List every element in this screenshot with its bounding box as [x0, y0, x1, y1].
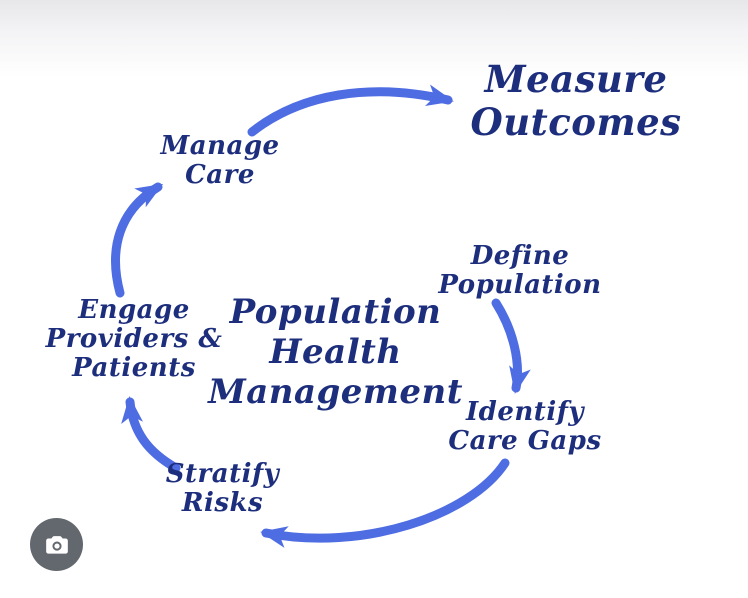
- label-line: Engage: [78, 295, 190, 325]
- arrow-stratify-risks-to-engage: [121, 396, 181, 473]
- center-title: Population Health Management: [208, 292, 463, 412]
- label-line: Measure: [484, 57, 668, 101]
- node-manage-care: Manage Care: [140, 131, 300, 191]
- label-line: Care: [185, 160, 255, 191]
- camera-icon: [45, 535, 68, 554]
- arrow-engage-to-manage-care: [111, 182, 164, 298]
- label-line: Population: [438, 270, 602, 301]
- label-line: Outcomes: [470, 99, 682, 144]
- label-line: Care Gaps: [448, 426, 602, 457]
- label-line: Identify: [466, 397, 584, 427]
- label-line: Risks: [181, 488, 264, 519]
- node-measure-outcomes: Measure Outcomes: [452, 58, 700, 143]
- arrow-identify-care-gaps-to-stratify-risks: [260, 458, 510, 548]
- label-line: Management: [208, 372, 463, 413]
- label-line: Patients: [72, 353, 196, 384]
- label-line: Providers &: [45, 324, 223, 355]
- label-line: Define: [470, 241, 570, 271]
- node-stratify-risks: Stratify Risks: [140, 459, 305, 519]
- label-line: Manage: [160, 131, 280, 161]
- node-identify-care-gaps: Identify Care Gaps: [420, 397, 630, 457]
- arrow-manage-care-to-measure-outcomes: [247, 84, 454, 137]
- arrow-define-population-to-identify-care-gaps: [491, 298, 531, 394]
- label-line: Population: [229, 292, 442, 332]
- label-line: Health: [269, 332, 402, 373]
- node-engage-providers-patients: Engage Providers & Patients: [38, 295, 230, 384]
- node-define-population: Define Population: [420, 241, 620, 301]
- camera-icon-button[interactable]: [30, 518, 83, 571]
- label-line: Stratify: [165, 459, 280, 489]
